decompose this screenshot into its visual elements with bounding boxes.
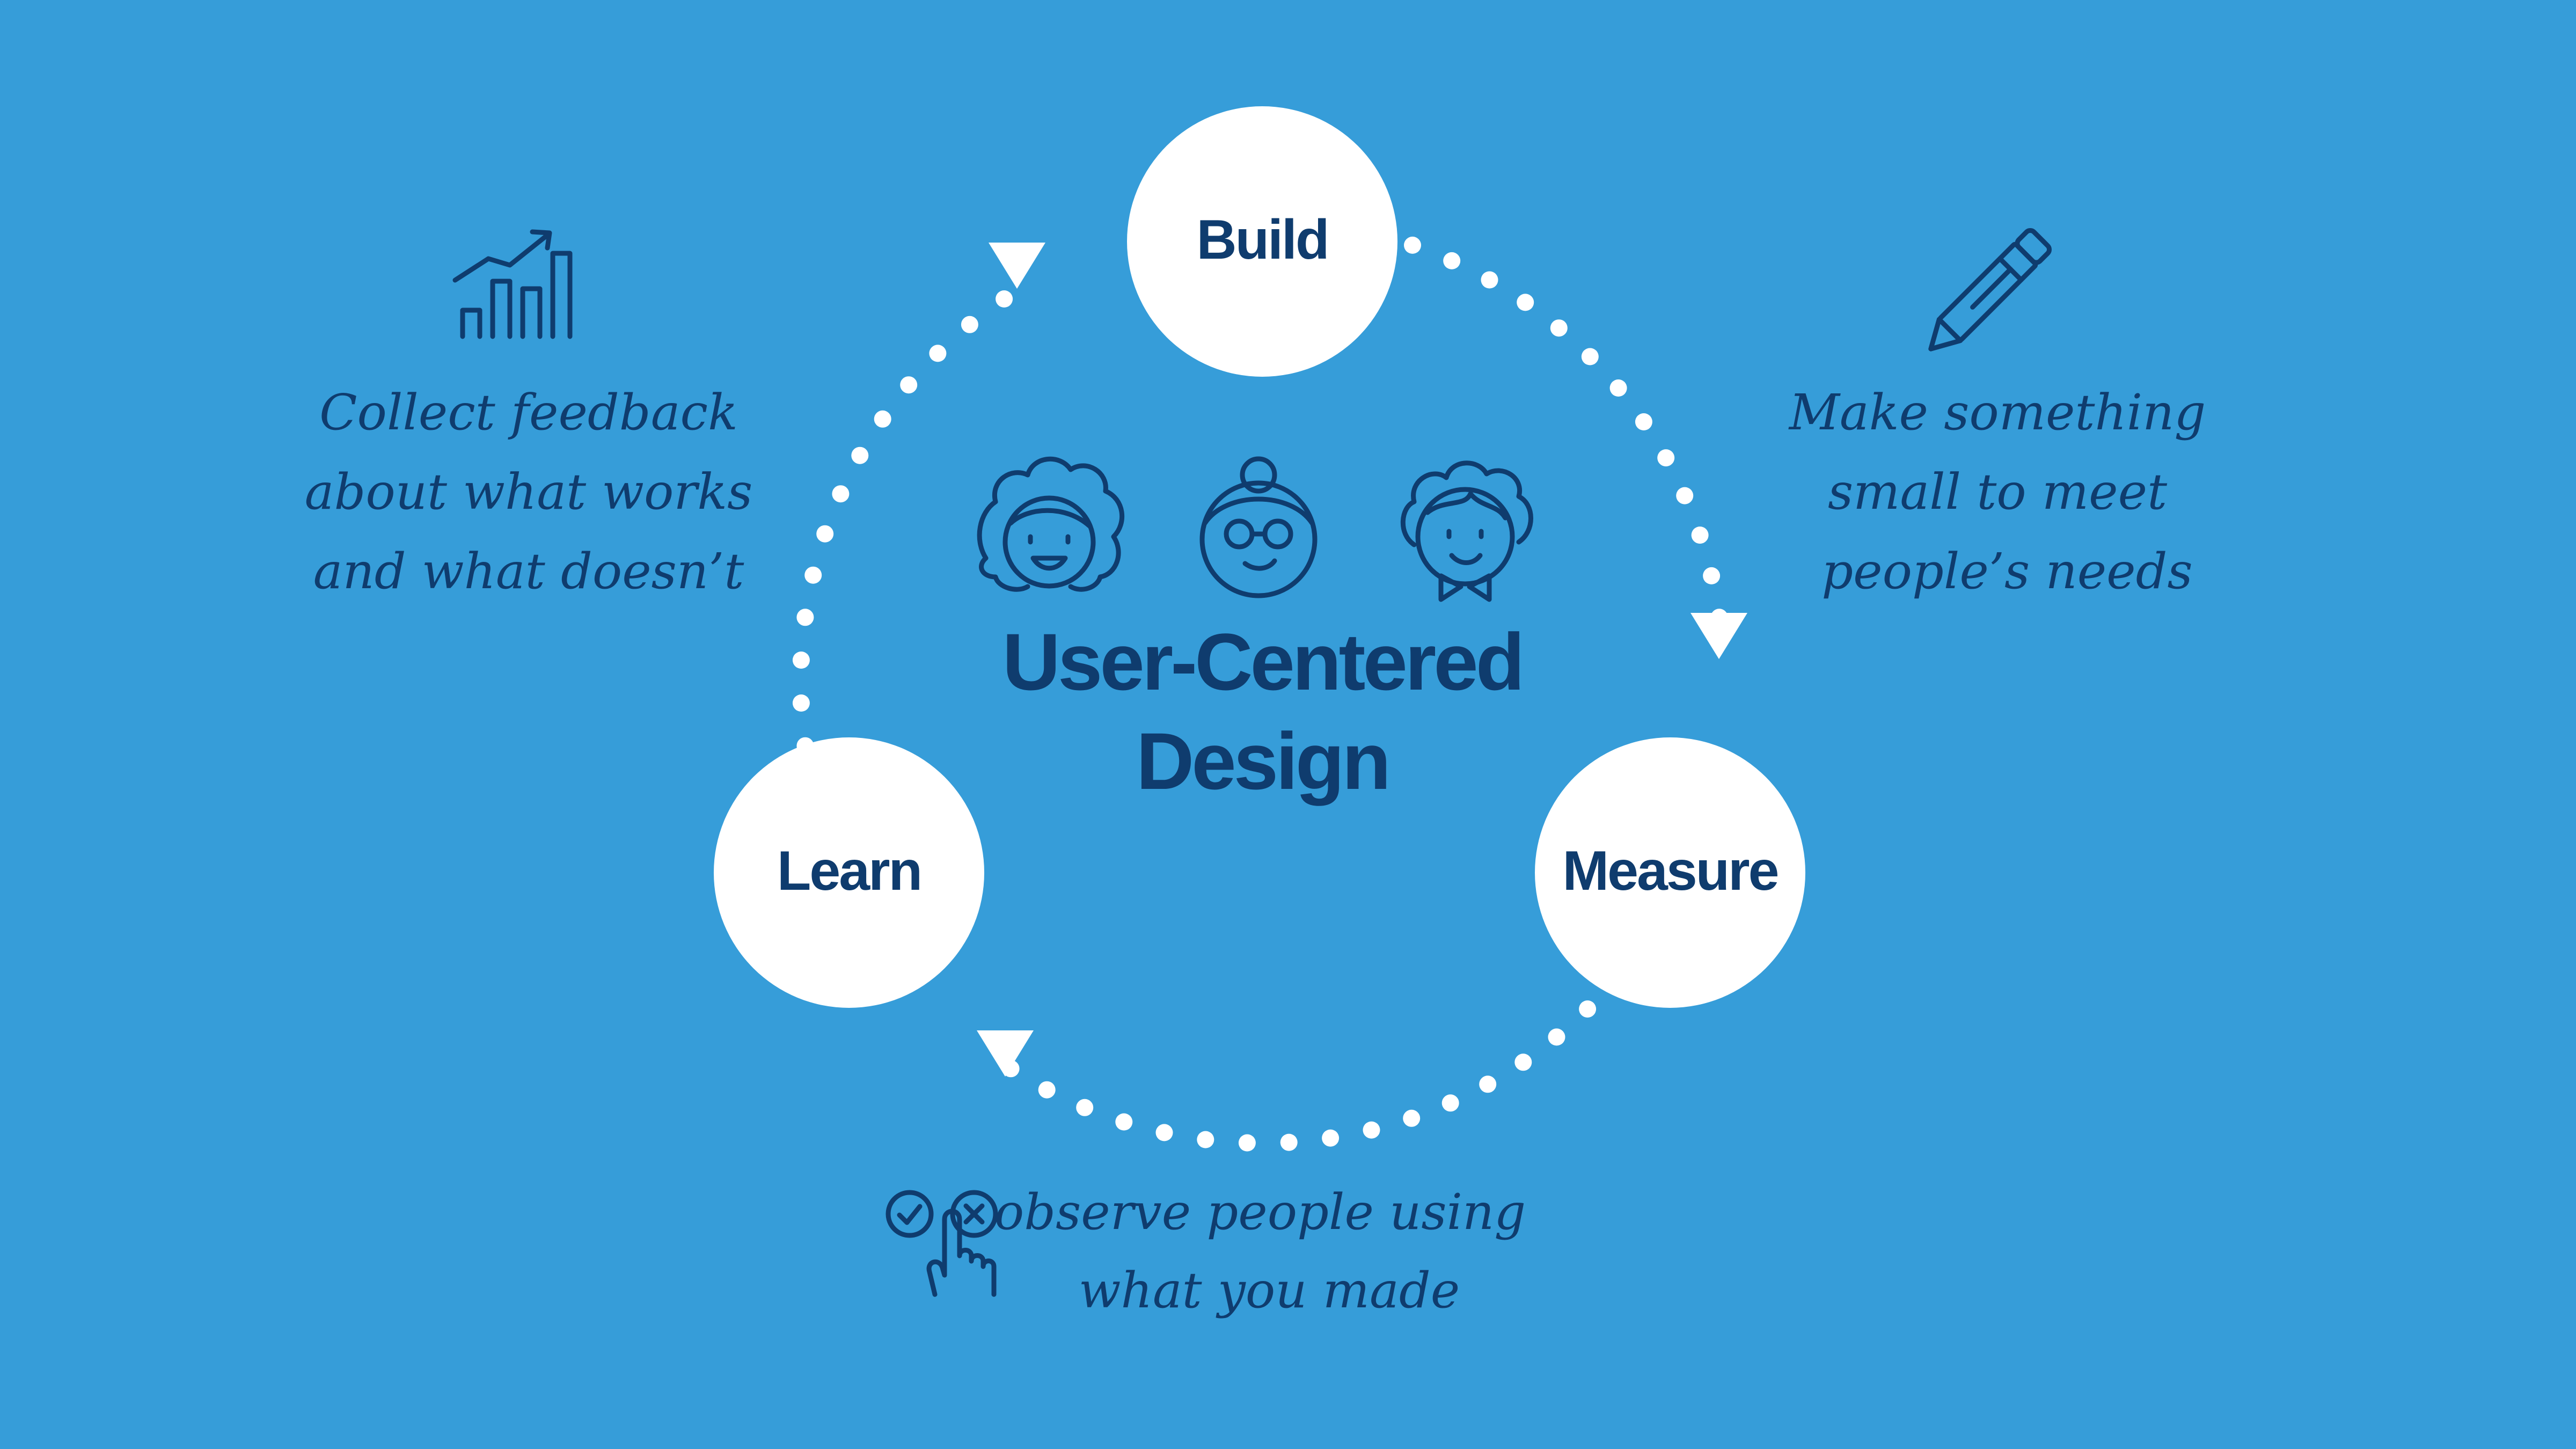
arrowhead-to-measure [1690, 613, 1747, 659]
dots-measure-to-learn [1363, 1121, 1380, 1139]
dots-learn-to-build [792, 694, 810, 712]
dots-measure-to-learn [1280, 1133, 1298, 1151]
dots-build-to-measure [1550, 319, 1568, 337]
dots-learn-to-build [851, 447, 869, 464]
dots-measure-to-learn [1514, 1053, 1532, 1071]
dots-build-to-measure [1517, 294, 1534, 311]
dots-measure-to-learn [1155, 1124, 1173, 1141]
dots-measure-to-learn [1548, 1028, 1565, 1046]
node-build: Build [1127, 106, 1397, 377]
measure-note: observe people using what you made [994, 1183, 1526, 1319]
node-learn: Learn [714, 737, 984, 1008]
learn-note-line1: Collect feedback [319, 384, 738, 441]
dots-build-to-measure [1404, 236, 1421, 254]
dots-measure-to-learn [1038, 1081, 1056, 1099]
dots-build-to-measure [1657, 449, 1675, 467]
rising-bar-chart-icon [452, 229, 573, 339]
build-note-line3: people’s needs [1821, 543, 2192, 600]
dots-learn-to-build [832, 485, 850, 503]
dots-measure-to-learn [1197, 1131, 1214, 1148]
build-note-line2: small to meet [1828, 463, 2168, 521]
dots-measure-to-learn [1579, 1000, 1597, 1018]
dots-build-to-measure [1703, 567, 1721, 584]
arrowhead-to-build [989, 243, 1045, 289]
dots-build-to-measure [1581, 348, 1599, 365]
learn-note: Collect feedback about what works and wh… [305, 384, 753, 600]
node-build-label: Build [1197, 209, 1328, 271]
pencil-icon [1928, 228, 2052, 352]
dots-build-to-measure [1481, 271, 1498, 289]
dots-learn-to-build [792, 652, 810, 669]
learn-note-line2: about what works [305, 463, 753, 521]
glasses-person-icon [1199, 456, 1318, 598]
dots-learn-to-build [929, 345, 947, 362]
node-measure-label: Measure [1563, 840, 1778, 902]
dots-measure-to-learn [1403, 1109, 1421, 1127]
dots-measure-to-learn [1238, 1134, 1256, 1152]
build-note: Make something small to meet people’s ne… [1788, 384, 2206, 600]
curly-hair-person-icon [977, 456, 1124, 592]
dots-measure-to-learn [1441, 1094, 1459, 1112]
dots-learn-to-build [804, 566, 822, 584]
dots-learn-to-build [900, 376, 918, 394]
node-learn-label: Learn [777, 840, 921, 902]
center-title-line2: Design [1136, 716, 1388, 806]
center-title-line1: User-Centered [1002, 617, 1523, 707]
arrowhead-to-learn [977, 1030, 1034, 1077]
dots-learn-to-build [874, 410, 891, 428]
dots-learn-to-build [816, 525, 834, 543]
dots-build-to-measure [1676, 487, 1694, 504]
dots-build-to-measure [1691, 526, 1709, 544]
dots-measure-to-learn [1322, 1129, 1340, 1147]
dots-learn-to-build [796, 609, 814, 626]
dots-measure-to-learn [1076, 1099, 1094, 1116]
bowtie-person-icon [1400, 460, 1533, 602]
dots-learn-to-build [961, 316, 978, 333]
dots-measure-to-learn [1115, 1113, 1133, 1131]
measure-note-line2: what you made [1079, 1262, 1460, 1319]
dots-build-to-measure [1635, 413, 1652, 430]
build-note-line1: Make something [1788, 384, 2206, 441]
dots-learn-to-build [996, 290, 1013, 308]
dots-build-to-measure [1443, 252, 1461, 269]
dots-measure-to-learn [1479, 1075, 1497, 1093]
check-cross-touch-icon [885, 1190, 998, 1297]
learn-note-line3: and what doesn’t [313, 543, 745, 600]
dots-build-to-measure [1609, 379, 1627, 397]
measure-note-line1: observe people using [994, 1183, 1526, 1241]
node-measure: Measure [1535, 737, 1805, 1008]
